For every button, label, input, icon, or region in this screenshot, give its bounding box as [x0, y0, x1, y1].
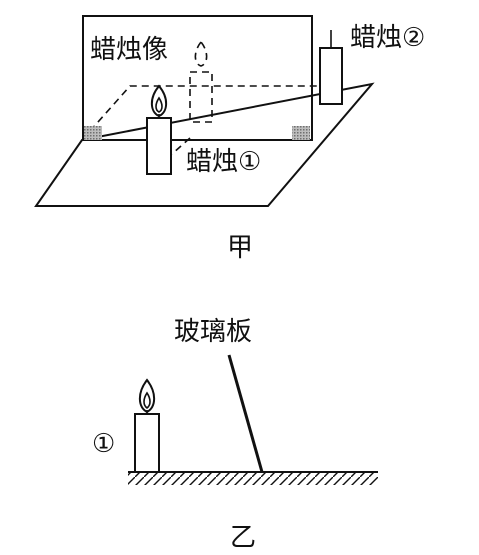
clamp-right: [292, 126, 310, 140]
caption-jia: 甲: [227, 233, 253, 263]
label-candle-image: 蜡烛像: [90, 35, 168, 65]
candle-1-flame-core: [155, 96, 163, 113]
glass-plate-side: [227, 354, 264, 473]
figure-yi: 玻璃板 ① 乙: [92, 317, 378, 553]
candle-image: [189, 71, 213, 123]
candle-2: [319, 47, 343, 105]
label-candle-1: 蜡烛①: [186, 147, 261, 177]
label-candle-1-side: ①: [92, 429, 115, 459]
label-candle-2: 蜡烛②: [350, 23, 425, 53]
candle-1-side: [134, 413, 160, 473]
candle-image-flame: [194, 40, 208, 67]
figure-jia: 蜡烛像 蜡烛② 蜡烛① 甲: [34, 15, 425, 263]
candle-1: [146, 117, 172, 175]
clamp-left: [84, 126, 102, 140]
table-plane: [34, 82, 375, 207]
ground-hatch: [128, 472, 378, 485]
label-glass: 玻璃板: [174, 317, 252, 347]
image-guide-line: [171, 137, 191, 155]
glass-plate: [82, 15, 313, 141]
caption-yi: 乙: [230, 523, 256, 553]
table-back-edge: [81, 85, 340, 141]
candle-1-side-flame-core: [143, 391, 151, 410]
